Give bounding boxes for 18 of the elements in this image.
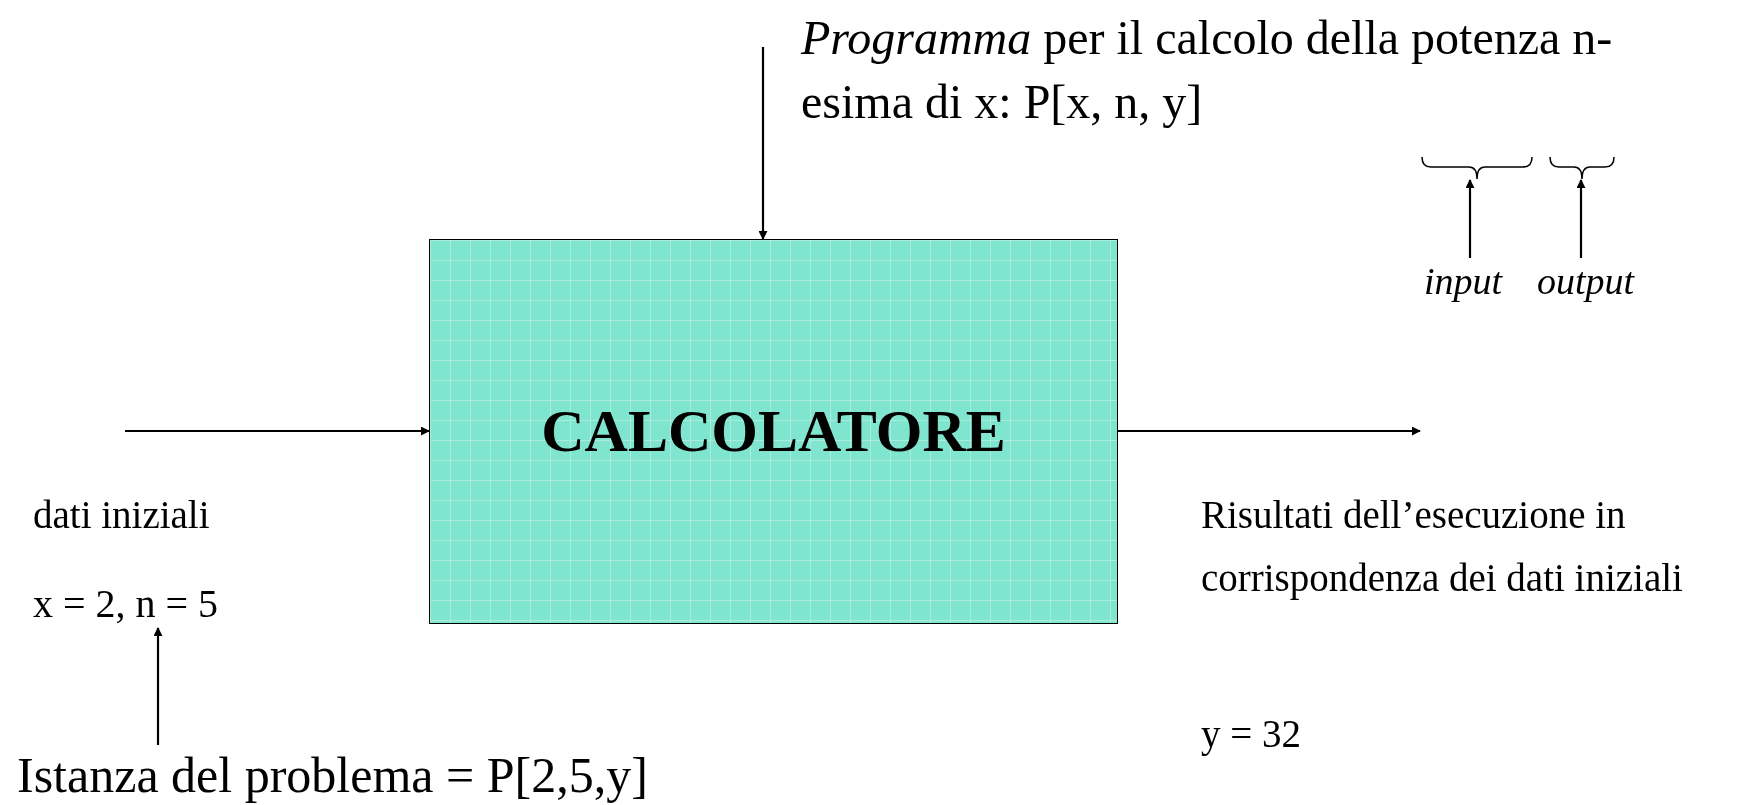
annotation-label: output — [1537, 258, 1635, 304]
data-values: x = 2, n = 5 — [33, 580, 219, 628]
arrow — [1465, 179, 1475, 258]
program-description: Programma per il calcolo della potenza n-esima di x: P[x, n, y] — [801, 6, 1631, 134]
curly-brace — [1549, 156, 1615, 180]
annotation-label: input — [1424, 258, 1503, 304]
result-value: y = 32 — [1201, 711, 1302, 758]
box-title: CALCOLATORE — [541, 397, 1006, 466]
curly-brace — [1421, 156, 1533, 180]
arrow — [1118, 426, 1421, 436]
arrow — [125, 426, 430, 436]
problem-instance: Istanza del problema = P[2,5,y] — [17, 745, 648, 805]
input-label: dati iniziali — [33, 492, 211, 538]
arrow — [758, 47, 768, 240]
arrow — [1576, 179, 1586, 258]
output-description: Risultati dell’esecuzione in corrispondenza dei dati iniziali — [1201, 492, 1684, 602]
arrow — [153, 627, 163, 745]
computer-box — [429, 239, 1118, 624]
